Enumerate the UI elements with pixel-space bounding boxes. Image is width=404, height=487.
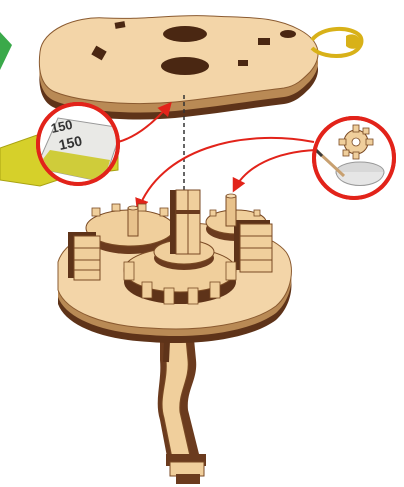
left-block	[68, 232, 100, 280]
previous-step-arrow	[0, 32, 12, 70]
center-shaft	[170, 190, 200, 254]
sandpaper-callout: 150 150	[0, 104, 122, 186]
left-post	[128, 206, 138, 236]
glue-arrow-right-post	[234, 150, 316, 190]
right-block	[234, 220, 272, 272]
right-post	[226, 194, 236, 226]
glue-callout	[314, 118, 394, 198]
